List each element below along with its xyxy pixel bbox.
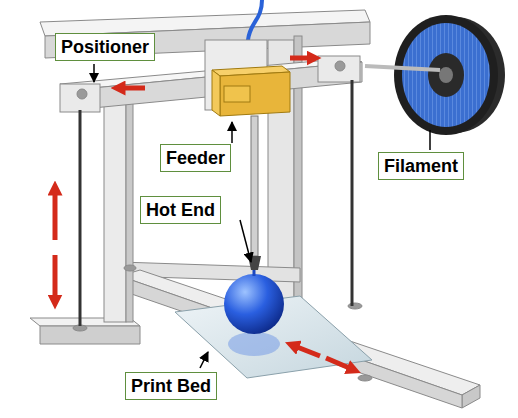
motion-arrow (55, 58, 354, 370)
label-text: Print Bed (131, 375, 211, 397)
feeder-block (212, 66, 290, 116)
filament-spool (365, 15, 505, 135)
part-label: Print Bed (125, 372, 217, 400)
part-label: Positioner (55, 33, 155, 61)
frame (30, 10, 480, 408)
label-text: Positioner (61, 36, 149, 58)
threaded-rod (351, 80, 354, 306)
reflection (228, 332, 280, 356)
label-text: Filament (384, 155, 458, 177)
leader-line (94, 64, 430, 368)
part-label: Filament (378, 152, 464, 180)
printed-object (224, 274, 284, 334)
label-text: Hot End (146, 199, 215, 221)
part-label: Hot End (140, 196, 221, 224)
label-text: Feeder (166, 147, 225, 169)
part-label: Feeder (160, 144, 231, 172)
threaded-rod (79, 110, 82, 326)
hot-end (248, 116, 261, 270)
